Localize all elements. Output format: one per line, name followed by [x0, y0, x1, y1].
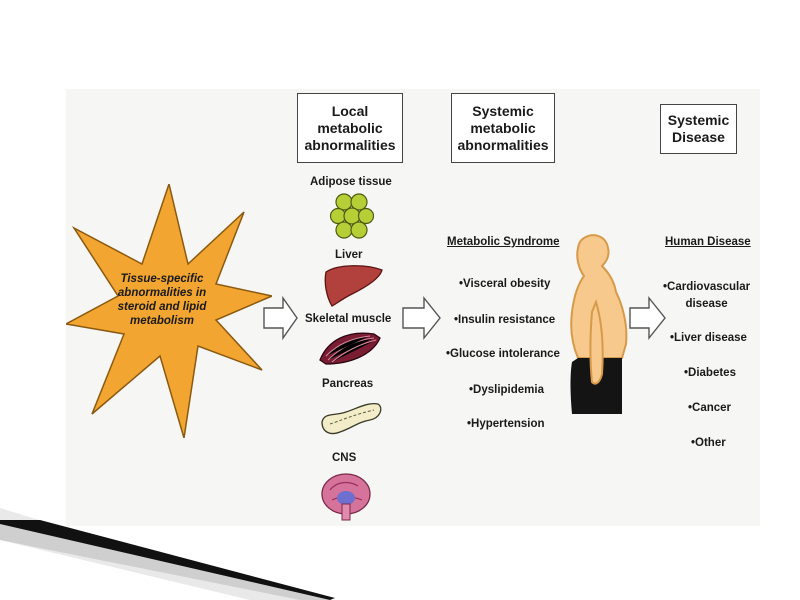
syndrome-item-glucose: •Glucose intolerance — [446, 348, 560, 360]
human-disease-title: Human Disease — [665, 236, 751, 248]
organ-label-adipose: Adipose tissue — [310, 176, 392, 188]
arrow-1-icon — [263, 296, 298, 340]
liver-icon — [324, 265, 383, 307]
disease-item-cancer: •Cancer — [688, 402, 732, 414]
adipose-tissue-icon — [330, 193, 374, 239]
star-text: Tissue-specific abnormalities in steroid… — [117, 273, 207, 327]
obese-person-icon — [570, 234, 628, 414]
decorative-stripes — [0, 508, 335, 600]
syndrome-item-insulin: •Insulin resistance — [454, 314, 556, 326]
disease-item-diabetes: •Diabetes — [684, 367, 736, 379]
skeletal-muscle-icon — [319, 332, 381, 365]
header-local: Local metabolic abnormalities — [297, 93, 403, 163]
header-disease: Systemic Disease — [660, 104, 737, 154]
metabolic-syndrome-title: Metabolic Syndrome — [447, 236, 560, 248]
header-systemic: Systemic metabolic abnormalities — [451, 93, 555, 163]
organ-label-muscle: Skeletal muscle — [305, 313, 392, 325]
starburst-shape — [66, 184, 272, 438]
pancreas-icon — [321, 402, 382, 435]
organ-label-cns: CNS — [332, 452, 357, 464]
syndrome-item-dyslipidemia: •Dyslipidemia — [469, 384, 544, 396]
organ-label-pancreas: Pancreas — [322, 378, 374, 390]
syndrome-item-hypertension: •Hypertension — [467, 418, 545, 430]
disease-item-cardiovascular: •Cardiovascular disease — [663, 281, 751, 310]
arrow-2-icon — [402, 296, 441, 340]
syndrome-item-visceral: •Visceral obesity — [459, 278, 551, 290]
organ-label-liver: Liver — [335, 249, 363, 261]
brain-icon — [321, 473, 371, 521]
arrow-3-icon — [629, 296, 666, 340]
disease-item-other: •Other — [691, 437, 726, 449]
disease-item-liver: •Liver disease — [670, 332, 747, 344]
